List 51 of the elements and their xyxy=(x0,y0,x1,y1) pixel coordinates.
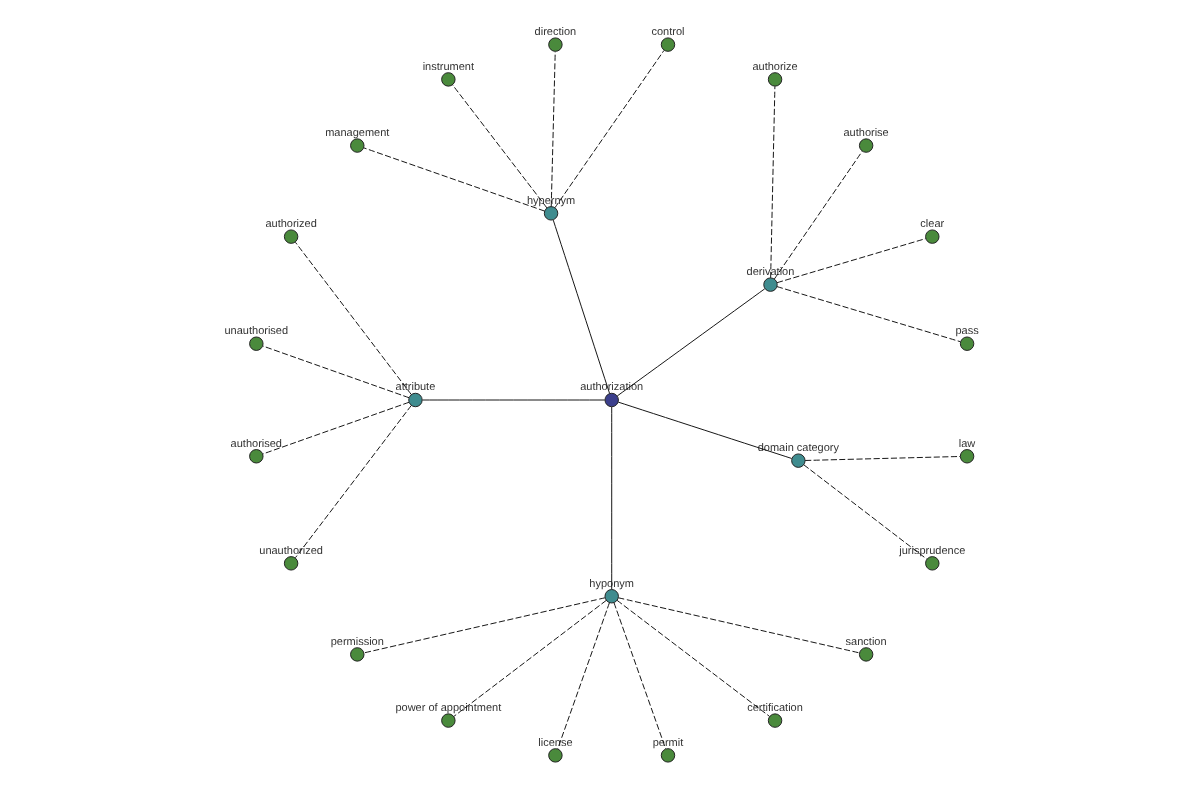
node-circle xyxy=(857,138,873,153)
connector xyxy=(772,150,862,280)
node-circle xyxy=(349,138,364,153)
connector xyxy=(293,241,411,396)
connector xyxy=(551,219,610,394)
node-circle xyxy=(282,556,298,571)
connector xyxy=(451,84,547,209)
connector xyxy=(553,49,664,209)
connector xyxy=(802,464,927,560)
node-circle xyxy=(790,453,805,468)
connector xyxy=(610,406,612,590)
node-circle xyxy=(924,556,939,571)
node-circle xyxy=(542,206,558,221)
node-circle xyxy=(248,336,263,351)
connector xyxy=(775,238,925,284)
connector xyxy=(616,401,792,459)
node-circle xyxy=(407,392,422,408)
connector xyxy=(549,51,555,207)
connector xyxy=(362,147,545,212)
connector xyxy=(362,597,605,654)
node-circle xyxy=(762,277,777,292)
node-circle xyxy=(603,392,618,408)
node-circle xyxy=(547,37,562,52)
connector xyxy=(556,602,609,750)
connector xyxy=(261,401,409,455)
node-circle xyxy=(440,713,455,728)
node-circle xyxy=(440,72,455,87)
node-circle xyxy=(857,647,873,662)
connector xyxy=(421,399,605,401)
node-circle xyxy=(766,72,782,87)
node-circle xyxy=(766,713,782,728)
connector xyxy=(775,286,960,343)
connector xyxy=(803,456,960,461)
connector xyxy=(293,404,411,559)
node-circle xyxy=(958,449,974,464)
connector xyxy=(769,86,775,279)
node-circle xyxy=(659,37,675,52)
connector xyxy=(452,599,606,717)
connector xyxy=(615,599,769,717)
connector xyxy=(615,288,765,397)
node-circle xyxy=(547,748,562,763)
connector xyxy=(612,602,666,750)
node-circle xyxy=(958,336,974,351)
node-circle xyxy=(248,449,263,464)
node-circle xyxy=(282,229,298,244)
node-circle xyxy=(603,589,618,604)
node-circle xyxy=(349,647,364,662)
node-circle xyxy=(924,229,939,244)
connector xyxy=(617,597,859,654)
connector xyxy=(261,345,409,399)
node-circle xyxy=(659,748,675,763)
